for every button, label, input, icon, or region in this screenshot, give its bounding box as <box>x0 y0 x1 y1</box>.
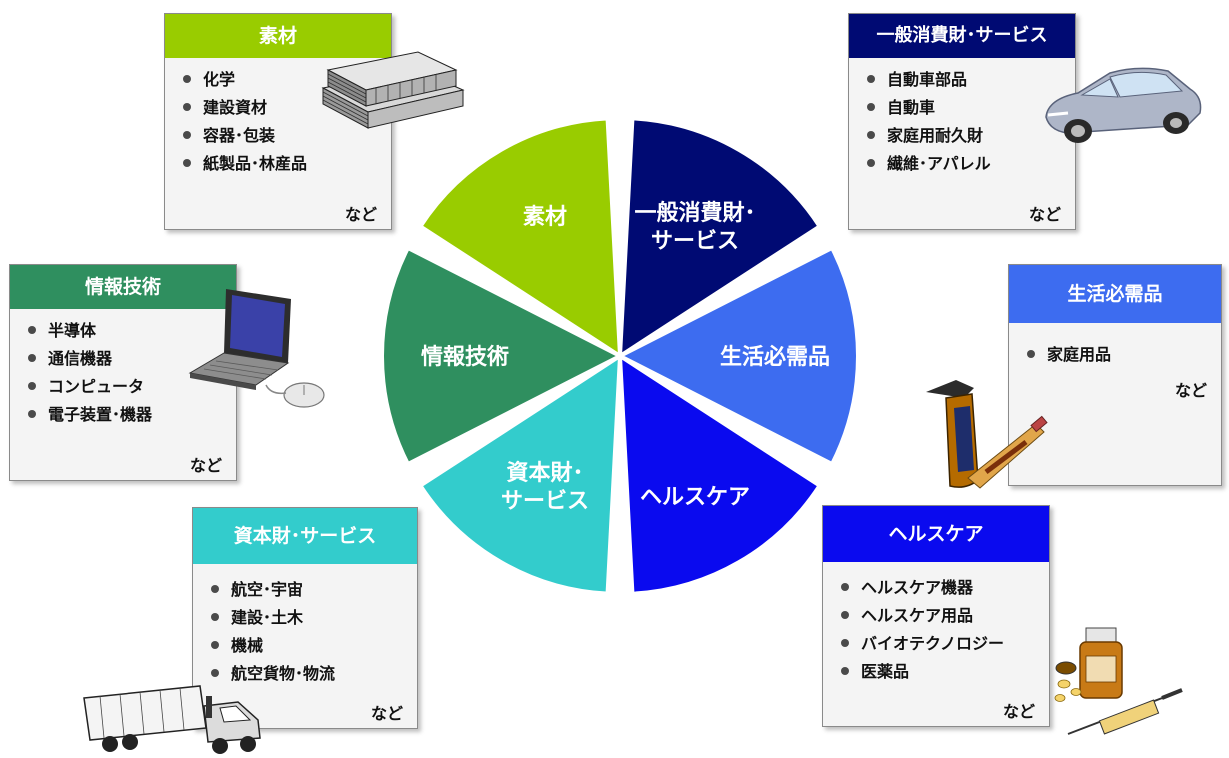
industrials-list: 航空･宇宙 建設･土木 機械 航空貨物･物流 <box>193 564 417 688</box>
materials-box-title: 素材 <box>165 14 391 58</box>
bullet-icon <box>28 381 36 390</box>
consumer-discretionary-list: 自動車部品 自動車 家庭用耐久財 繊維･アパレル <box>849 58 1075 178</box>
etc-label: など <box>189 456 222 475</box>
wheel-segment-consumer-discretionary <box>617 116 823 360</box>
truck-icon <box>83 685 261 754</box>
spray-bottle-icon <box>926 380 1048 489</box>
list-item: ヘルスケア機器 <box>841 574 1049 602</box>
bullet-icon <box>841 638 849 647</box>
bullet-icon <box>183 158 191 167</box>
list-item: 機械 <box>211 632 417 660</box>
etc-label: など <box>344 205 377 224</box>
materials-list: 化学 建設資材 容器･包装 紙製品･林産品 <box>165 58 391 178</box>
bullet-icon <box>211 640 219 649</box>
list-item: 繊維･アパレル <box>867 150 1075 178</box>
bullet-icon <box>183 102 191 111</box>
consumer-discretionary-box: 一般消費財･サービス 自動車部品 自動車 家庭用耐久財 繊維･アパレル など <box>848 13 1076 230</box>
list-item: 容器･包装 <box>183 122 391 150</box>
bullet-icon <box>1027 349 1035 358</box>
bullet-icon <box>211 612 219 621</box>
wheel-label-consumer-discretionary: サービス <box>651 229 739 254</box>
list-item: 建設･土木 <box>211 604 417 632</box>
wheel-label-information-technology: 情報技術 <box>421 344 509 370</box>
list-item: 航空貨物･物流 <box>211 660 417 688</box>
consumer-staples-box: 生活必需品 家庭用品 など <box>1008 264 1222 486</box>
bullet-icon <box>28 409 36 418</box>
bullet-icon <box>867 102 875 111</box>
list-item: 家庭用耐久財 <box>867 122 1075 150</box>
list-item: バイオテクノロジー <box>841 630 1049 658</box>
wheel-segment-consumer-staples <box>615 245 860 467</box>
wheel-label-industrials: 資本財･ <box>506 460 583 486</box>
wheel-segment-materials <box>417 116 623 360</box>
list-item: コンピュータ <box>28 373 236 401</box>
information-technology-box-title: 情報技術 <box>10 265 236 309</box>
lumber-stack-icon <box>321 51 465 129</box>
list-item: 自動車 <box>867 94 1075 122</box>
bullet-icon <box>28 325 36 334</box>
list-item: 化学 <box>183 66 391 94</box>
list-item: 医薬品 <box>841 658 1049 686</box>
health-care-list: ヘルスケア機器 ヘルスケア用品 バイオテクノロジー 医薬品 <box>823 562 1049 686</box>
list-item: 半導体 <box>28 317 236 345</box>
bullet-icon <box>841 610 849 619</box>
laptop-icon <box>188 289 325 408</box>
wheel-label-health-care: ヘルスケア <box>640 485 750 510</box>
health-care-box-title: ヘルスケア <box>823 506 1049 562</box>
etc-label: など <box>1028 205 1061 224</box>
bullet-icon <box>211 584 219 593</box>
etc-label: など <box>1002 702 1035 721</box>
industrials-box-title: 資本財･サービス <box>193 508 417 564</box>
bullet-icon <box>183 74 191 83</box>
health-care-box: ヘルスケア ヘルスケア機器 ヘルスケア用品 バイオテクノロジー 医薬品 など <box>822 505 1050 727</box>
wheel-segment-information-technology <box>380 245 625 467</box>
list-item: 航空･宇宙 <box>211 576 417 604</box>
wheel-label-industrials: サービス <box>501 489 589 514</box>
wheel-label-consumer-discretionary: 一般消費財･ <box>634 200 755 226</box>
list-item: 電子装置･機器 <box>28 401 236 429</box>
medicine-icon <box>1054 627 1183 735</box>
list-item: ヘルスケア用品 <box>841 602 1049 630</box>
consumer-staples-box-title: 生活必需品 <box>1009 265 1221 323</box>
list-item: 通信機器 <box>28 345 236 373</box>
consumer-staples-list: 家庭用品 <box>1009 323 1221 369</box>
industrials-box: 資本財･サービス 航空･宇宙 建設･土木 機械 航空貨物･物流 など <box>192 507 418 729</box>
bullet-icon <box>841 582 849 591</box>
bullet-icon <box>841 666 849 675</box>
etc-label: など <box>1174 381 1207 400</box>
etc-label: など <box>370 704 403 723</box>
list-item: 自動車部品 <box>867 66 1075 94</box>
materials-box: 素材 化学 建設資材 容器･包装 紙製品･林産品 など <box>164 13 392 230</box>
wheel-segment-industrials <box>417 352 623 596</box>
bullet-icon <box>211 668 219 677</box>
list-item: 建設資材 <box>183 94 391 122</box>
list-item: 紙製品･林産品 <box>183 150 391 178</box>
consumer-discretionary-box-title: 一般消費財･サービス <box>849 14 1075 58</box>
bullet-icon <box>867 158 875 167</box>
bullet-icon <box>867 74 875 83</box>
bullet-icon <box>183 130 191 139</box>
wheel-segment-health-care <box>617 352 823 596</box>
information-technology-list: 半導体 通信機器 コンピュータ 電子装置･機器 <box>10 309 236 429</box>
bullet-icon <box>867 130 875 139</box>
wheel-label-consumer-staples: 生活必需品 <box>720 344 830 370</box>
list-item: 家庭用品 <box>1027 341 1221 369</box>
bullet-icon <box>28 353 36 362</box>
wheel-label-materials: 素材 <box>523 204 567 230</box>
car-icon <box>1045 67 1202 143</box>
wheel-segments <box>380 116 860 596</box>
